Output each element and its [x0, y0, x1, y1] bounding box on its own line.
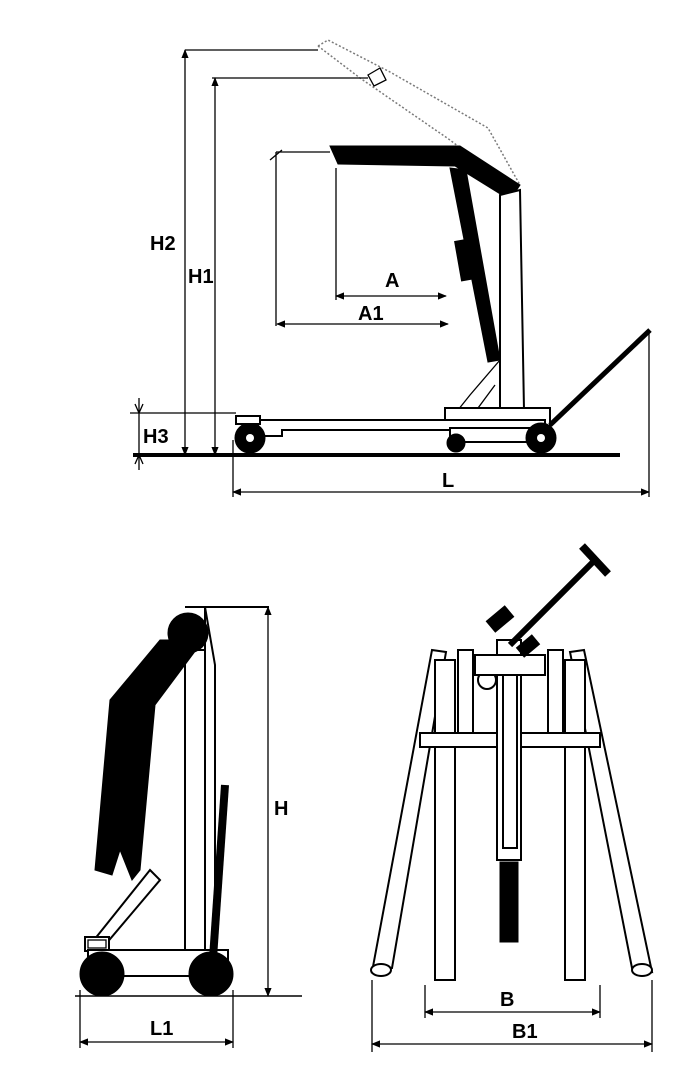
folded-mast-body: [184, 649, 206, 951]
upright-left: [457, 649, 474, 736]
label-h3: H3: [143, 426, 169, 448]
front-view: B B1: [370, 543, 654, 1052]
label-b: B: [500, 989, 514, 1011]
folded-wheel-left: [79, 951, 125, 997]
label-a1: A1: [358, 303, 384, 325]
folded-handle: [209, 784, 229, 959]
boom-raised-clamp: [367, 67, 387, 87]
front-handle-clamp-right: [515, 634, 541, 658]
folded-wheel-right: [188, 951, 234, 997]
sling-hook-outline: [269, 149, 330, 326]
label-b1: B1: [512, 1021, 538, 1043]
front-leg-left: [370, 648, 448, 974]
hydraulic-actuator: [449, 167, 501, 363]
inner-leg-left: [434, 659, 456, 981]
push-handle: [548, 328, 652, 427]
label-h: H: [274, 798, 288, 820]
side-view: H2 H1 H3 A A1 L: [130, 39, 652, 497]
label-l1: L1: [150, 1018, 173, 1040]
front-actuator: [499, 861, 519, 943]
label-a: A: [385, 270, 399, 292]
label-h2: H2: [150, 233, 176, 255]
folded-view: H L1: [75, 606, 302, 1048]
folded-boom: [94, 639, 197, 881]
label-h1: H1: [188, 266, 214, 288]
front-handle-clamp-left: [485, 605, 515, 633]
boom-raised-outline: [317, 39, 521, 191]
front-t-handle-grip: [579, 543, 611, 577]
folded-strut: [87, 868, 162, 946]
front-wheel-bracket: [235, 415, 261, 425]
front-mast-inner: [502, 667, 518, 849]
boom-arm: [329, 145, 521, 201]
label-l: L: [442, 470, 454, 492]
upright-right: [547, 649, 564, 736]
actuator-cylinder: [454, 238, 476, 282]
front-t-handle-shaft: [507, 557, 598, 648]
front-top-bracket: [474, 654, 546, 676]
mast: [499, 188, 526, 411]
inner-leg-right: [564, 659, 586, 981]
mid-wheel: [446, 433, 466, 453]
